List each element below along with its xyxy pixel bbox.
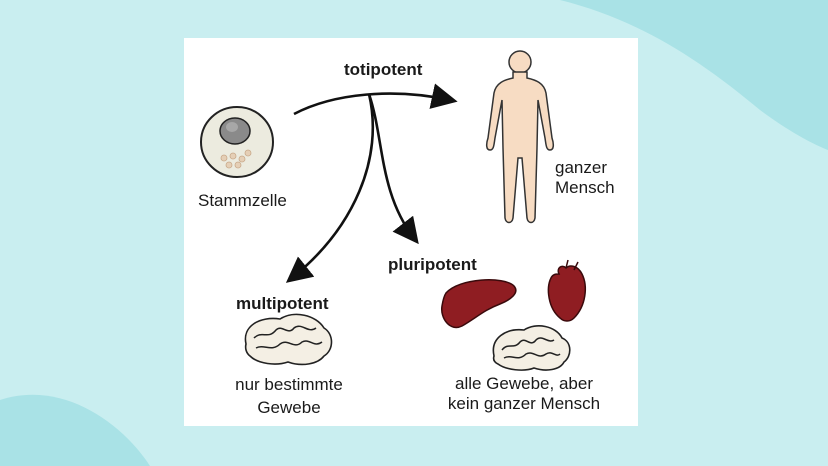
heart-icon: [547, 259, 587, 322]
stem-cell-label: Stammzelle: [198, 191, 287, 210]
stem-cell-icon: [200, 106, 274, 178]
arrow-pluripotent: [367, 93, 419, 245]
diagram-artwork: [200, 50, 587, 371]
multipotent-title: multipotent: [236, 294, 329, 313]
pluripotent-title: pluripotent: [388, 255, 477, 274]
multipotent-result-line1: nur bestimmte: [235, 375, 343, 394]
arrow-totipotent: [293, 83, 458, 116]
brain-icon: [492, 325, 571, 371]
totipotent-result-line2: Mensch: [555, 178, 615, 197]
pluripotent-result-line1: alle Gewebe, aber: [455, 374, 593, 393]
pluripotent-result-line2: kein ganzer Mensch: [447, 394, 601, 413]
totipotent-result-line1: ganzer: [555, 158, 607, 177]
brain-icon: [244, 313, 333, 366]
arrows: [285, 83, 458, 283]
totipotent-title: totipotent: [344, 60, 423, 79]
liver-icon: [441, 279, 517, 329]
multipotent-result-line2: Gewebe: [257, 398, 321, 417]
human-body-icon: [485, 50, 555, 224]
arrow-multipotent: [285, 93, 375, 283]
diagram-card: Stammzelle totipotent ganzer Mensch plur…: [184, 38, 638, 426]
